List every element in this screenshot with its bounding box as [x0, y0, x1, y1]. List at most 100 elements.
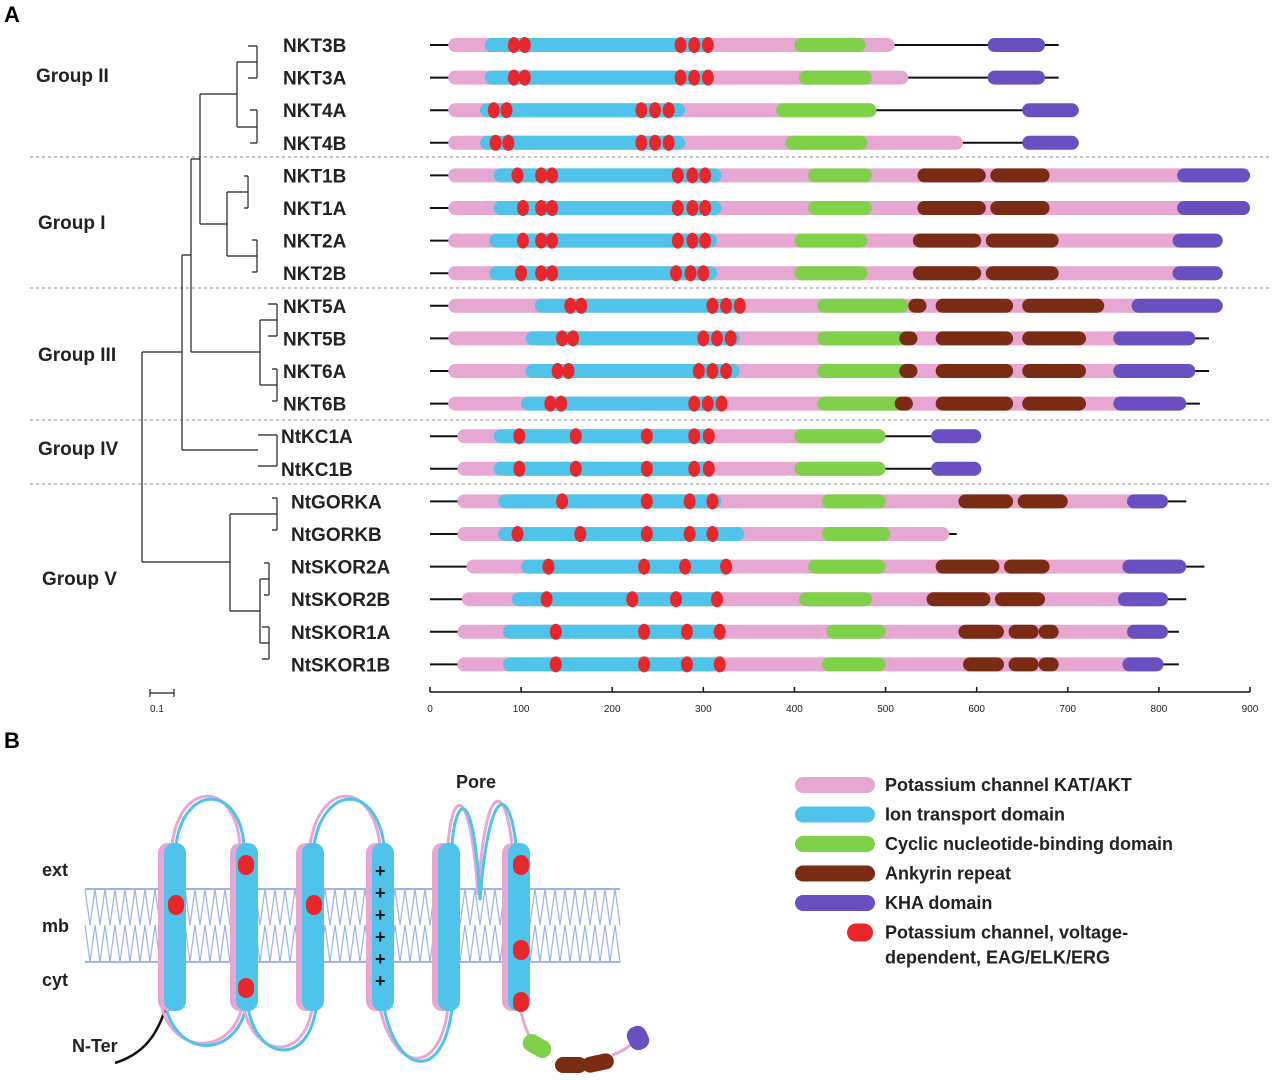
eag-motif: [556, 493, 569, 510]
eag-motif: [516, 232, 529, 249]
ankyrin-repeat: [908, 298, 927, 313]
eag-motif: [688, 37, 701, 53]
kha-domain: [1113, 364, 1196, 378]
cnbd-domain: [826, 624, 886, 639]
gene-row: NtGORKA: [291, 492, 1187, 513]
gene-row: NtSKOR2B: [291, 590, 1187, 611]
gene-name: NKT2A: [283, 232, 347, 253]
gene-row: NtKC1A: [281, 427, 982, 448]
eag-motif: [567, 330, 580, 347]
eag-motif: [544, 395, 557, 412]
tick-label: 400: [786, 704, 803, 715]
eag-motif: [720, 558, 733, 575]
ankyrin-repeat: [985, 233, 1059, 248]
group-label-iv: Group IV: [38, 439, 119, 460]
eag-motif: [697, 265, 710, 282]
phylogenetic-tree: 0.1: [141, 45, 278, 715]
ion-transport-domain: [493, 429, 713, 444]
gene-name: NtGORKA: [291, 492, 382, 513]
gene-name: NtSKOR2A: [291, 558, 391, 579]
cnbd-domain: [817, 298, 909, 313]
gene-name: NtSKOR2B: [291, 590, 390, 611]
eag-motif: [701, 69, 714, 86]
eag-motif: [713, 623, 726, 640]
cnbd-domain: [794, 38, 866, 52]
eag-motif: [555, 395, 568, 412]
cnbd-domain: [817, 364, 909, 378]
eag-motif: [535, 200, 548, 216]
ankyrin-repeat: [990, 201, 1050, 215]
eag-motif: [688, 69, 701, 86]
mb-label: mb: [42, 916, 69, 936]
kha-domain: [1127, 494, 1168, 509]
eag-motif: [635, 102, 648, 119]
eag-motif: [720, 297, 733, 314]
eag-motif: [487, 102, 500, 119]
ankyrin-repeat: [894, 396, 913, 411]
cnbd-domain: [794, 429, 886, 444]
group-label-iii: Group III: [38, 345, 116, 366]
cnbd-domain: [799, 592, 872, 607]
scale-bar-label: 0.1: [150, 704, 164, 715]
ion-transport-domain: [484, 70, 713, 85]
pore-label: Pore: [456, 772, 496, 792]
kha-domain: [987, 70, 1045, 85]
gene-row: NtGORKB: [291, 525, 957, 546]
eag-motif: [515, 265, 528, 282]
eag-motif: [518, 69, 531, 86]
tick-label: 700: [1059, 704, 1076, 715]
eag-motif: [638, 656, 651, 673]
cnbd-domain: [808, 559, 886, 574]
eag-motif: [724, 330, 737, 347]
ankyrin-repeat: [899, 364, 918, 378]
ion-transport-domain: [521, 396, 727, 411]
eag-motif: [702, 428, 715, 445]
legend-label: Potassium channel KAT/AKT: [885, 775, 1132, 795]
panel-a-label: A: [4, 2, 20, 27]
plus-charge: +: [375, 949, 386, 969]
kha-domain: [987, 38, 1045, 52]
gene-name: NtSKOR1A: [291, 623, 391, 644]
ankyrin-repeat: [935, 331, 1014, 346]
ankyrin-repeat: [935, 364, 1014, 378]
cnbd-domain: [794, 461, 886, 476]
ion-transport-domain: [480, 103, 686, 118]
eag-motif: [556, 330, 569, 347]
gene-name: NtKC1A: [281, 427, 353, 448]
eag-motif: [546, 167, 559, 184]
eag-motif: [701, 37, 714, 53]
legend-item: Potassium channel, voltage-dependent, EA…: [847, 923, 1128, 968]
gene-name: NKT3A: [283, 69, 347, 90]
eag-motif: [720, 363, 733, 379]
gene-row: NKT5A: [283, 297, 1223, 318]
gene-row: NKT2B: [283, 264, 1223, 285]
eag-motif: [670, 591, 682, 608]
legend-item: Ankyrin repeat: [795, 864, 1011, 884]
ankyrin-repeat: [1008, 657, 1039, 672]
ion-transport-domain: [525, 364, 740, 378]
ankyrin-repeat: [917, 201, 986, 215]
gene-name: NKT1B: [283, 166, 346, 187]
eag-motif: [686, 167, 699, 184]
eag-motif: [674, 69, 687, 86]
eag-motif: [540, 591, 553, 608]
legend-item: Cyclic nucleotide-binding domain: [795, 834, 1173, 854]
ankyrin-repeat: [1038, 624, 1059, 639]
legend-swatch: [795, 895, 875, 911]
gene-name: NKT1A: [283, 199, 347, 220]
eag-motif: [511, 167, 524, 184]
ankyrin-repeat: [935, 396, 1014, 411]
eag-motif: [535, 232, 548, 249]
ankyrin-repeat: [994, 592, 1045, 607]
legend-item: Potassium channel KAT/AKT: [795, 775, 1132, 795]
eag-motif: [507, 37, 520, 53]
legend-item: KHA domain: [795, 893, 992, 913]
cnbd-domain: [799, 70, 872, 85]
eag-motif: [574, 526, 587, 542]
legend-label: Potassium channel, voltage-: [885, 923, 1128, 943]
gene-row: NtSKOR1A: [291, 623, 1179, 644]
eag-motif: [640, 493, 653, 510]
eag-motif: [649, 102, 662, 119]
legend-item: Ion transport domain: [795, 805, 1065, 825]
eag-motif: [706, 493, 719, 510]
